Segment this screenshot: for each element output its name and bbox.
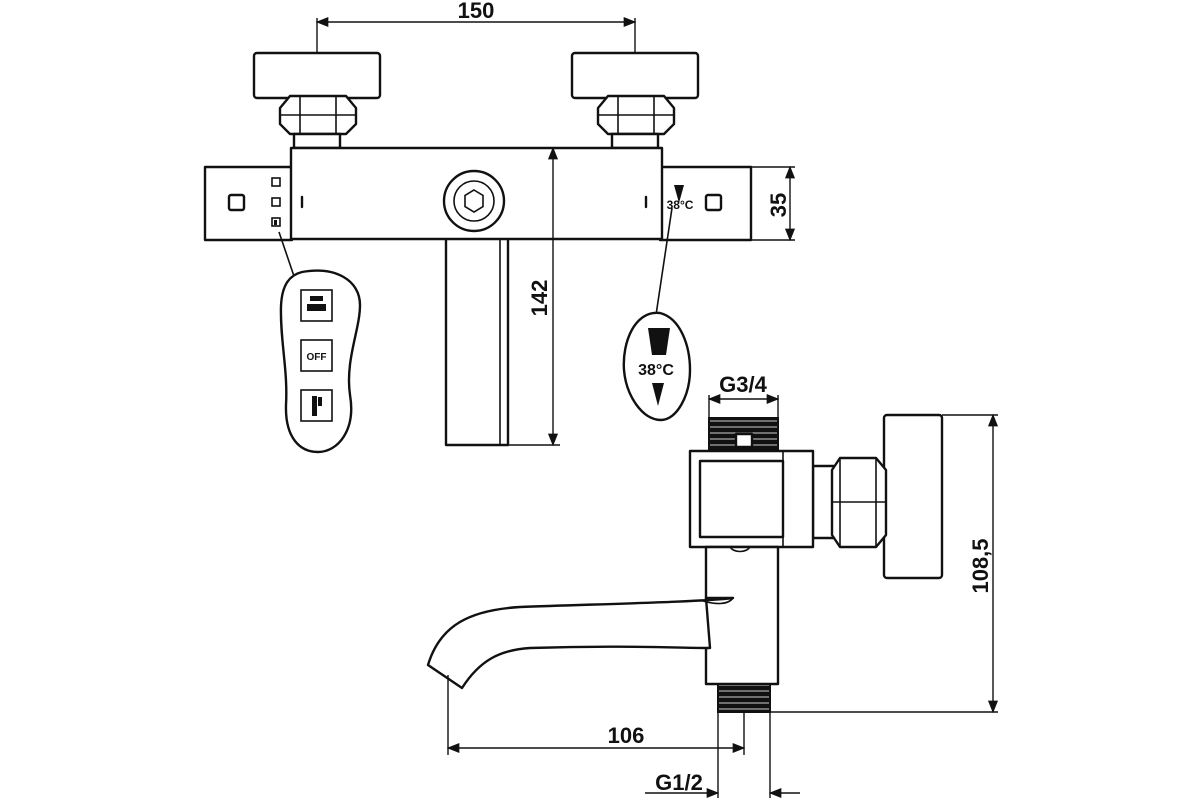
dim-label-108-5: 108,5 (968, 538, 993, 593)
temperature-scale-icon (648, 328, 670, 355)
dimension-108-5: 108,5 (770, 413, 999, 714)
temperature-callout: 38°C (622, 311, 692, 422)
front-view: 38°C OFF (203, 0, 796, 454)
right-handle (570, 51, 700, 150)
outlet-column (444, 236, 510, 447)
temperature-label-small: 38°C (667, 198, 694, 212)
off-icon: OFF (300, 339, 333, 372)
dim-label-142: 142 (527, 280, 552, 317)
side-handle (882, 413, 944, 580)
dimension-142: 142 (508, 146, 560, 447)
diverter-box (688, 449, 815, 549)
bath-tub-icon (300, 289, 333, 322)
dim-label-g34: G3/4 (719, 372, 767, 397)
shower-handset-icon (300, 389, 333, 422)
off-label: OFF (307, 352, 327, 363)
side-hex-connector (811, 456, 888, 549)
outlet-thread (717, 683, 771, 713)
dimension-150: 150 (315, 0, 637, 53)
dimension-106: 106 (446, 675, 746, 755)
dim-label-g12: G1/2 (655, 770, 703, 795)
temperature-label-large: 38°C (638, 362, 674, 379)
dim-label-35: 35 (766, 193, 791, 217)
left-bracket (203, 165, 294, 242)
diverter-callout: OFF (279, 269, 362, 454)
dimension-35: 35 (751, 165, 796, 242)
dim-label-150: 150 (458, 0, 495, 23)
central-hex-nut (442, 169, 506, 233)
left-handle (252, 51, 382, 150)
dimension-g34: G3/4 (707, 372, 780, 418)
right-bracket (658, 165, 753, 242)
side-view: G3/4 108,5 106 G1/2 (426, 372, 999, 799)
dim-label-106: 106 (608, 723, 645, 748)
dimension-g12: G1/2 (645, 712, 800, 799)
temp-scale-small-icon (674, 185, 684, 203)
spout (426, 596, 735, 690)
